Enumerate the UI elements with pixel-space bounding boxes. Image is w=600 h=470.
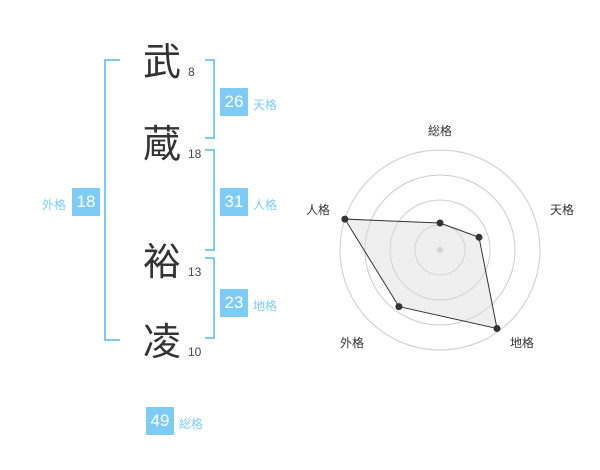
gaikaku-value-box: 18 [72, 188, 100, 216]
name-character-4: 凌 [142, 320, 181, 364]
soukaku-value-box: 49 [146, 407, 174, 435]
name-character-3: 裕 [142, 240, 181, 284]
radar-point-3 [493, 325, 501, 332]
jinkaku-label: 人格 [253, 198, 278, 212]
radar-series-polygon [343, 218, 498, 330]
jinkaku-bracket [205, 149, 215, 251]
chikaku-label: 地格 [253, 299, 278, 313]
radar-center-dot [437, 247, 443, 253]
radar-axis-label-gaikaku: 外格 [340, 336, 365, 350]
radar-point-2 [475, 233, 483, 241]
gaikaku-bracket [104, 59, 120, 341]
soukaku-label: 総格 [179, 417, 204, 431]
chikaku-bracket [205, 257, 215, 339]
stroke-count-3: 13 [188, 265, 202, 279]
radar-ring [389, 199, 491, 301]
tenkaku-label: 天格 [253, 98, 278, 112]
stroke-count-4: 10 [188, 345, 202, 359]
radar-point-4 [395, 303, 403, 311]
stroke-count-1: 8 [188, 65, 195, 79]
chikaku-value-box: 23 [220, 289, 248, 317]
stroke-count-2: 18 [188, 147, 202, 161]
radar-axis-label-jinkaku: 人格 [306, 203, 331, 217]
jinkaku-value-box: 31 [220, 188, 248, 216]
tenkaku-value-box: 26 [220, 88, 248, 116]
radar-axis-label-soukaku: 総格 [428, 124, 453, 138]
gaikaku-label: 外格 [42, 198, 67, 212]
tenkaku-bracket [205, 59, 215, 139]
radar-axis-label-tenkaku: 天格 [550, 203, 575, 217]
radar-point-1 [436, 219, 444, 227]
name-character-2: 蔵 [142, 122, 181, 166]
radar-axis-label-chikaku: 地格 [510, 336, 535, 350]
radar-point-5 [341, 215, 349, 223]
name-character-1: 武 [142, 40, 181, 84]
radar-ring [364, 174, 516, 326]
